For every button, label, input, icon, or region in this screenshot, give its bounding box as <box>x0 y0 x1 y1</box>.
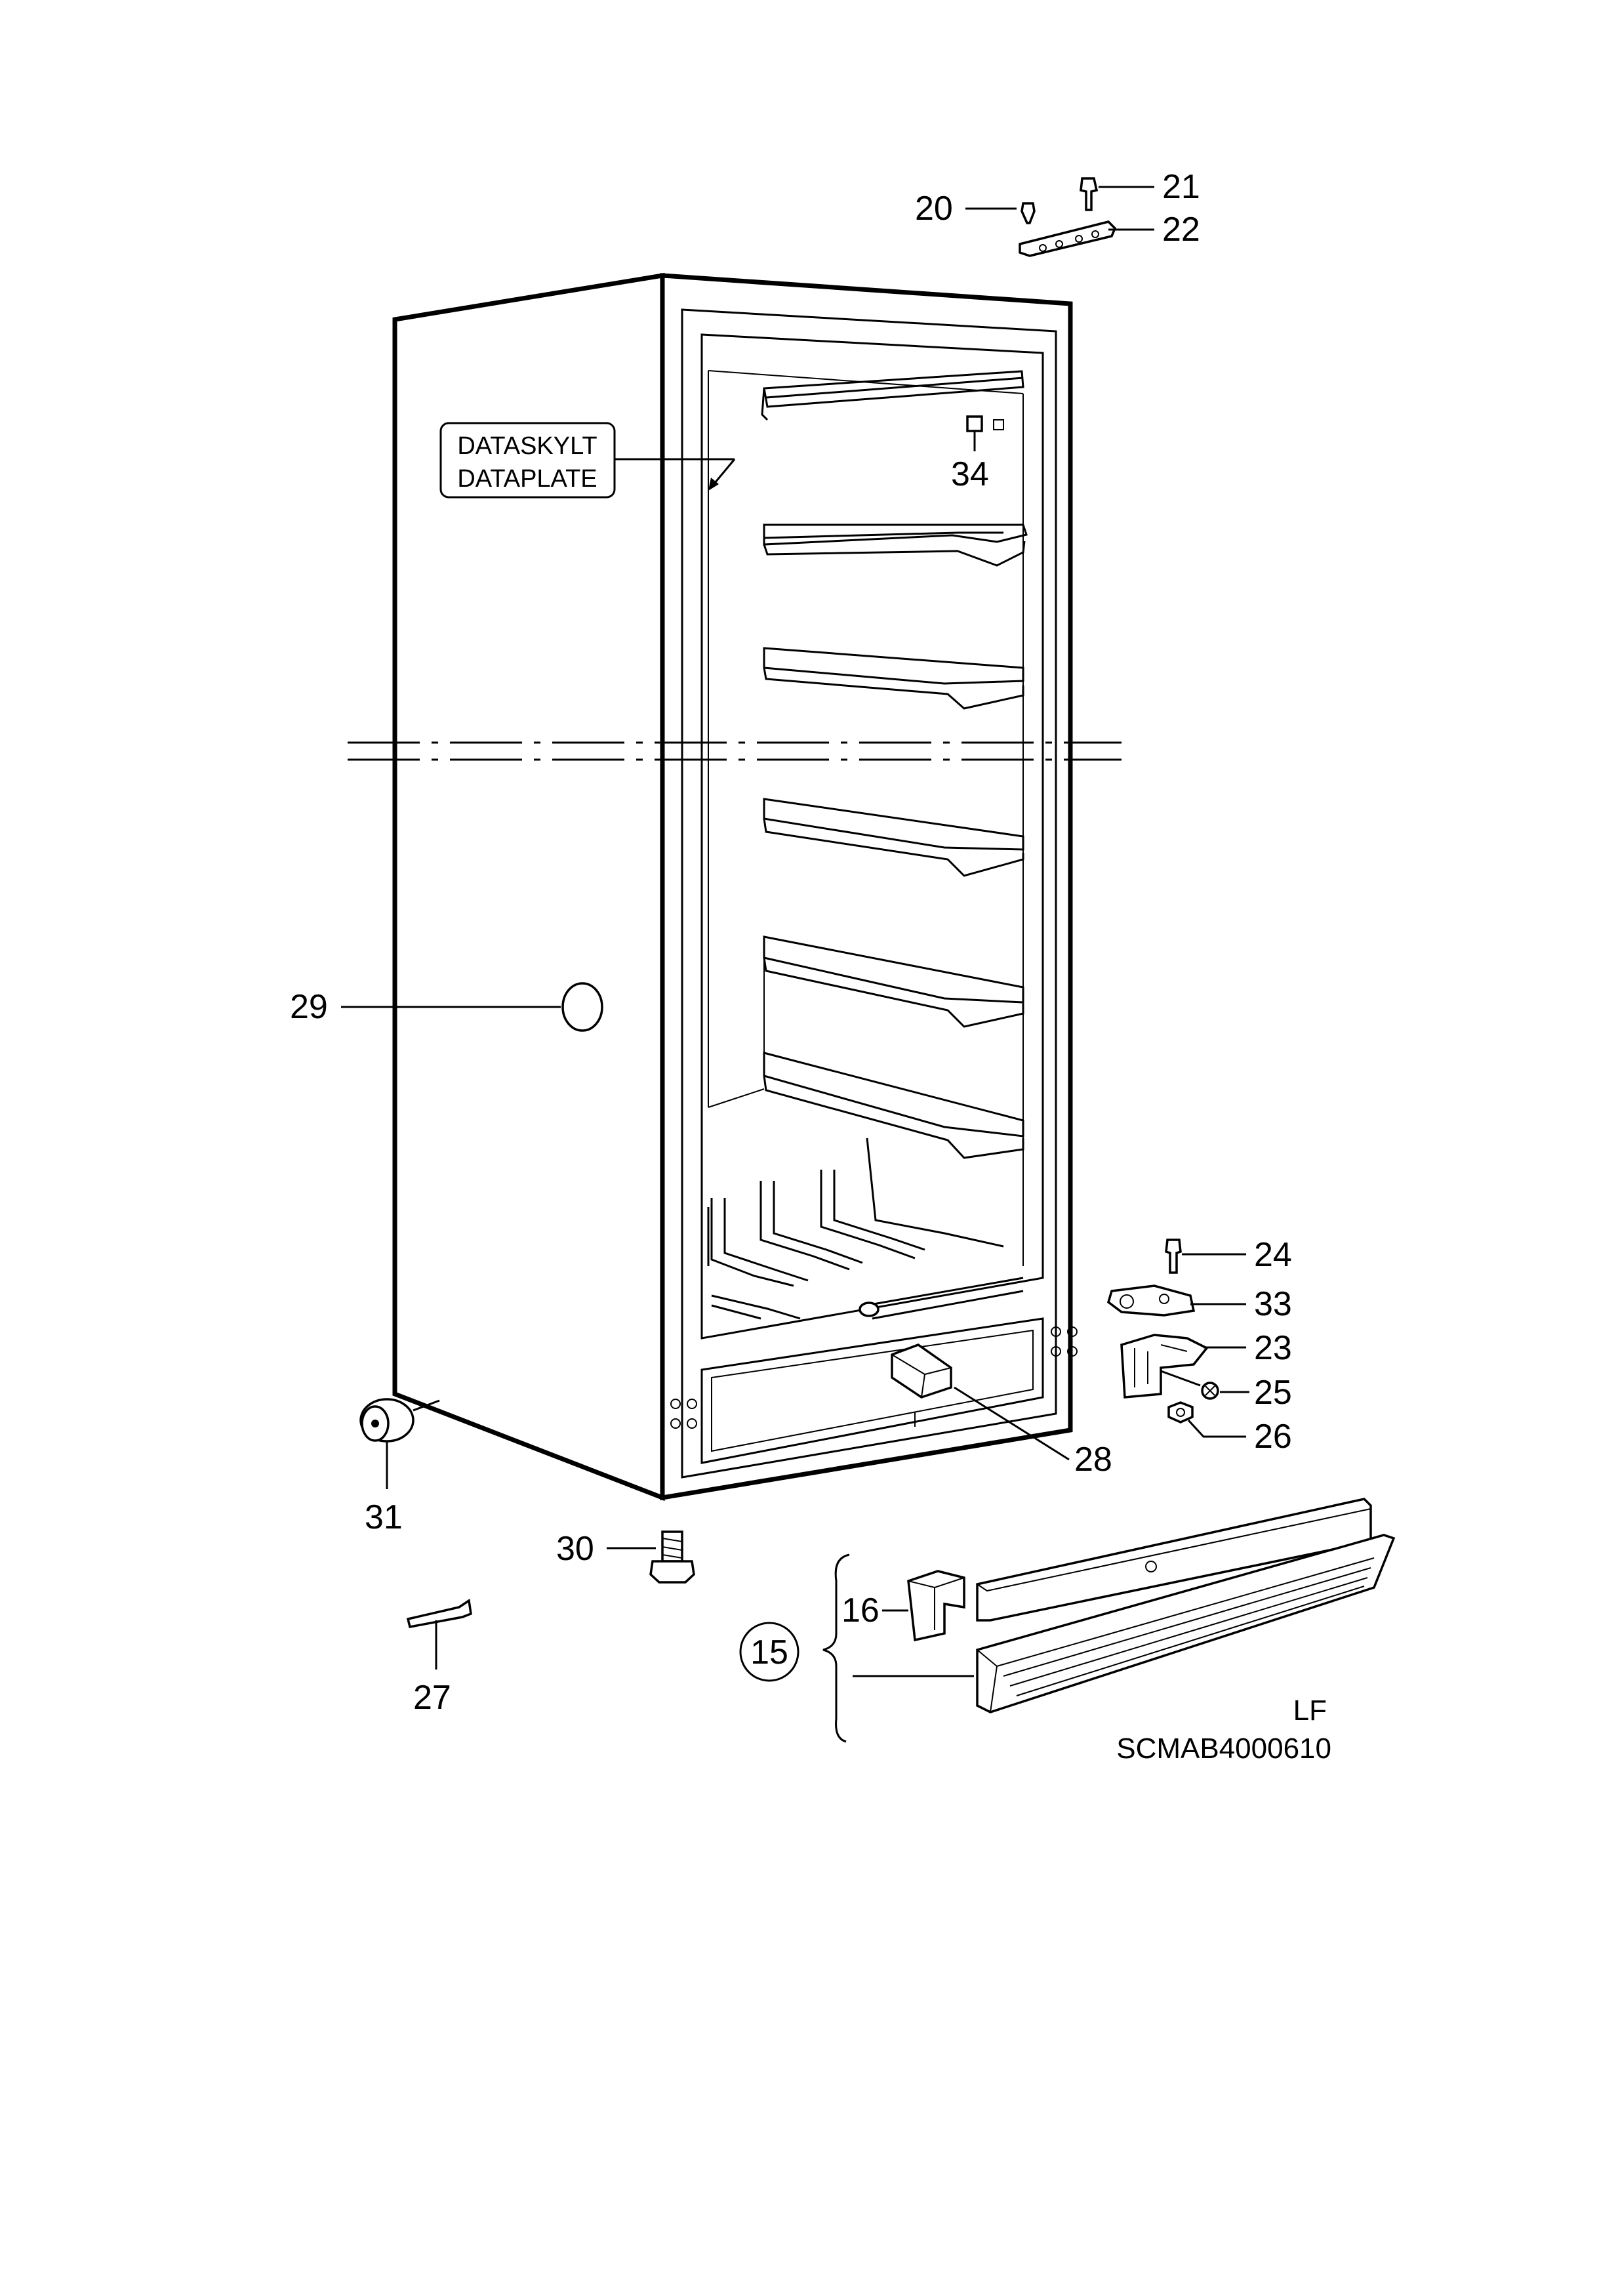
diagram-code: SCMAB4000610 <box>1116 1732 1331 1765</box>
part-34-switch: 34 <box>951 415 1004 493</box>
part-15-kickplate: 15 <box>739 1498 1396 1743</box>
data-plate-line2: DATAPLATE <box>457 465 597 493</box>
part-28-block <box>891 1343 1070 1461</box>
part-27-spanner: 27 <box>406 1599 472 1717</box>
part-29-plug: 29 <box>290 982 603 1032</box>
callout-29: 29 <box>290 988 328 1026</box>
part-16-clip: 16 <box>841 1570 965 1642</box>
callout-28: 28 <box>1074 1441 1112 1479</box>
cabinet <box>392 272 1073 1502</box>
shelf-rails <box>708 370 1028 1159</box>
data-plate: DATASKYLT DATAPLATE <box>439 422 736 499</box>
data-plate-line1: DATASKYLT <box>457 432 597 460</box>
callout-24: 24 <box>1254 1236 1292 1274</box>
break-line <box>348 741 1122 761</box>
callout-23: 23 <box>1254 1329 1292 1367</box>
cabinet-front-frame <box>660 273 1073 1501</box>
callout-21: 21 <box>1162 168 1200 206</box>
diagram-variant-label: LF <box>1293 1694 1327 1727</box>
callout-34: 34 <box>951 455 989 493</box>
top-hinge: 20 21 22 <box>915 168 1200 257</box>
callout-22: 22 <box>1162 211 1200 249</box>
callout-26: 26 <box>1254 1418 1292 1456</box>
callout-25: 25 <box>1254 1374 1292 1412</box>
part-31-foot: 31 <box>359 1398 440 1536</box>
callout-31: 31 <box>365 1498 403 1536</box>
evaporator-tubing <box>707 1138 1024 1320</box>
callout-30: 30 <box>556 1530 594 1568</box>
callout-15: 15 <box>750 1633 788 1671</box>
part-30-bolt: 30 <box>556 1530 695 1584</box>
callout-33: 33 <box>1254 1285 1292 1323</box>
callout-20: 20 <box>915 190 953 228</box>
callout-16: 16 <box>841 1591 880 1630</box>
callout-27: 27 <box>413 1679 451 1717</box>
lower-compartment <box>670 1317 1078 1464</box>
bottom-hinge: 24 33 23 25 26 <box>1106 1236 1292 1456</box>
